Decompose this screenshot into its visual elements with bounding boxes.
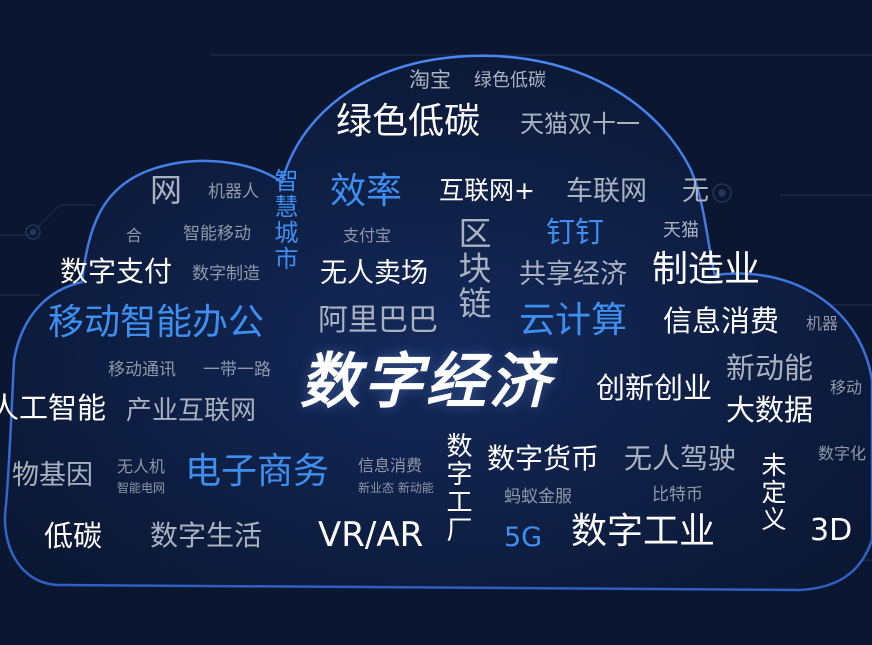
word-dingding: 钉钉	[546, 215, 605, 249]
word-jiqiren: 机器人	[208, 182, 259, 202]
word-xinxixiaofei-small: 信息消费	[358, 456, 423, 475]
word-vr-ar: VR/AR	[318, 515, 424, 555]
word-3d: 3D	[810, 513, 853, 548]
word-chanyehulianwang: 产业互联网	[126, 396, 257, 426]
word-shuzijingji-headline: 数字经济	[300, 347, 552, 417]
word-wurenmaichang: 无人卖场	[320, 258, 428, 289]
word-wu: 无	[682, 176, 709, 207]
word-zhizaoye: 制造业	[652, 249, 761, 290]
word-shuzishenghuo: 数字生活	[150, 519, 263, 552]
word-shuzizhifu: 数字支付	[60, 255, 173, 288]
word-shuzihua: 数字化	[818, 444, 867, 463]
word-tianmao-shuangshiyi: 天猫双十一	[520, 110, 640, 138]
word-shuzigongye: 数字工业	[571, 511, 716, 552]
word-yunjisuan: 云计算	[519, 300, 628, 341]
word-yidongzhinengbangong: 移动智能办公	[48, 302, 265, 343]
word-wurenjiashi: 无人驾驶	[624, 442, 737, 475]
word-chelianwang: 车联网	[566, 176, 647, 207]
word-zhihuichengshi: 智慧城市	[270, 168, 298, 272]
word-he: 合	[126, 226, 143, 245]
word-5g: 5G	[504, 522, 543, 553]
word-yidaiyilu: 一带一路	[203, 360, 271, 380]
cloud-shape	[3, 54, 872, 592]
word-shuzihuobi: 数字货币	[487, 442, 600, 475]
word-chuangxinchuangye: 创新创业	[596, 371, 713, 405]
word-xinxixiaofei: 信息消费	[663, 304, 780, 338]
word-bitebi: 比特币	[652, 485, 703, 505]
word-rengongzhineng: 人工智能	[0, 391, 107, 425]
word-qukuailian: 区块链	[453, 216, 492, 321]
word-yidong: 移动	[830, 378, 863, 397]
word-xiaolv: 效率	[330, 171, 403, 212]
word-xinyetai-xindongneng: 新业态 新动能	[358, 481, 434, 495]
word-zhifubao: 支付宝	[343, 226, 392, 245]
word-shuzigongchang: 数字工厂	[442, 432, 472, 544]
word-dashuju: 大数据	[726, 393, 814, 427]
word-jiqi: 机器	[806, 314, 839, 333]
word-yidongtongxun: 移动通讯	[108, 360, 176, 380]
word-weidingyi: 未定义	[758, 452, 787, 533]
word-zhinengdianwang: 智能电网	[117, 481, 166, 495]
word-mayijinfu: 蚂蚁金服	[504, 487, 572, 507]
word-wurenji: 无人机	[117, 457, 166, 476]
word-lvsedidan-large: 绿色低碳	[336, 101, 481, 142]
word-dianzishangwu: 电子商务	[185, 451, 330, 492]
word-xindongneng: 新动能	[726, 351, 814, 385]
word-gongxiangjingji: 共享经济	[519, 259, 627, 290]
word-zhinengyidong: 智能移动	[183, 224, 251, 244]
word-hulianwang-plus: 互联网+	[439, 176, 535, 205]
word-tianmao: 天猫	[663, 220, 699, 241]
word-wang: 网	[150, 171, 183, 209]
word-shuzizhizao: 数字制造	[192, 264, 260, 284]
word-ditan: 低碳	[44, 519, 103, 553]
circuit-dots	[25, 183, 732, 240]
word-taobao: 淘宝	[409, 68, 451, 92]
word-wujiyin: 物基因	[12, 460, 93, 491]
word-alibaba: 阿里巴巴	[318, 303, 438, 338]
word-lvsedidan-small: 绿色低碳	[474, 70, 546, 91]
